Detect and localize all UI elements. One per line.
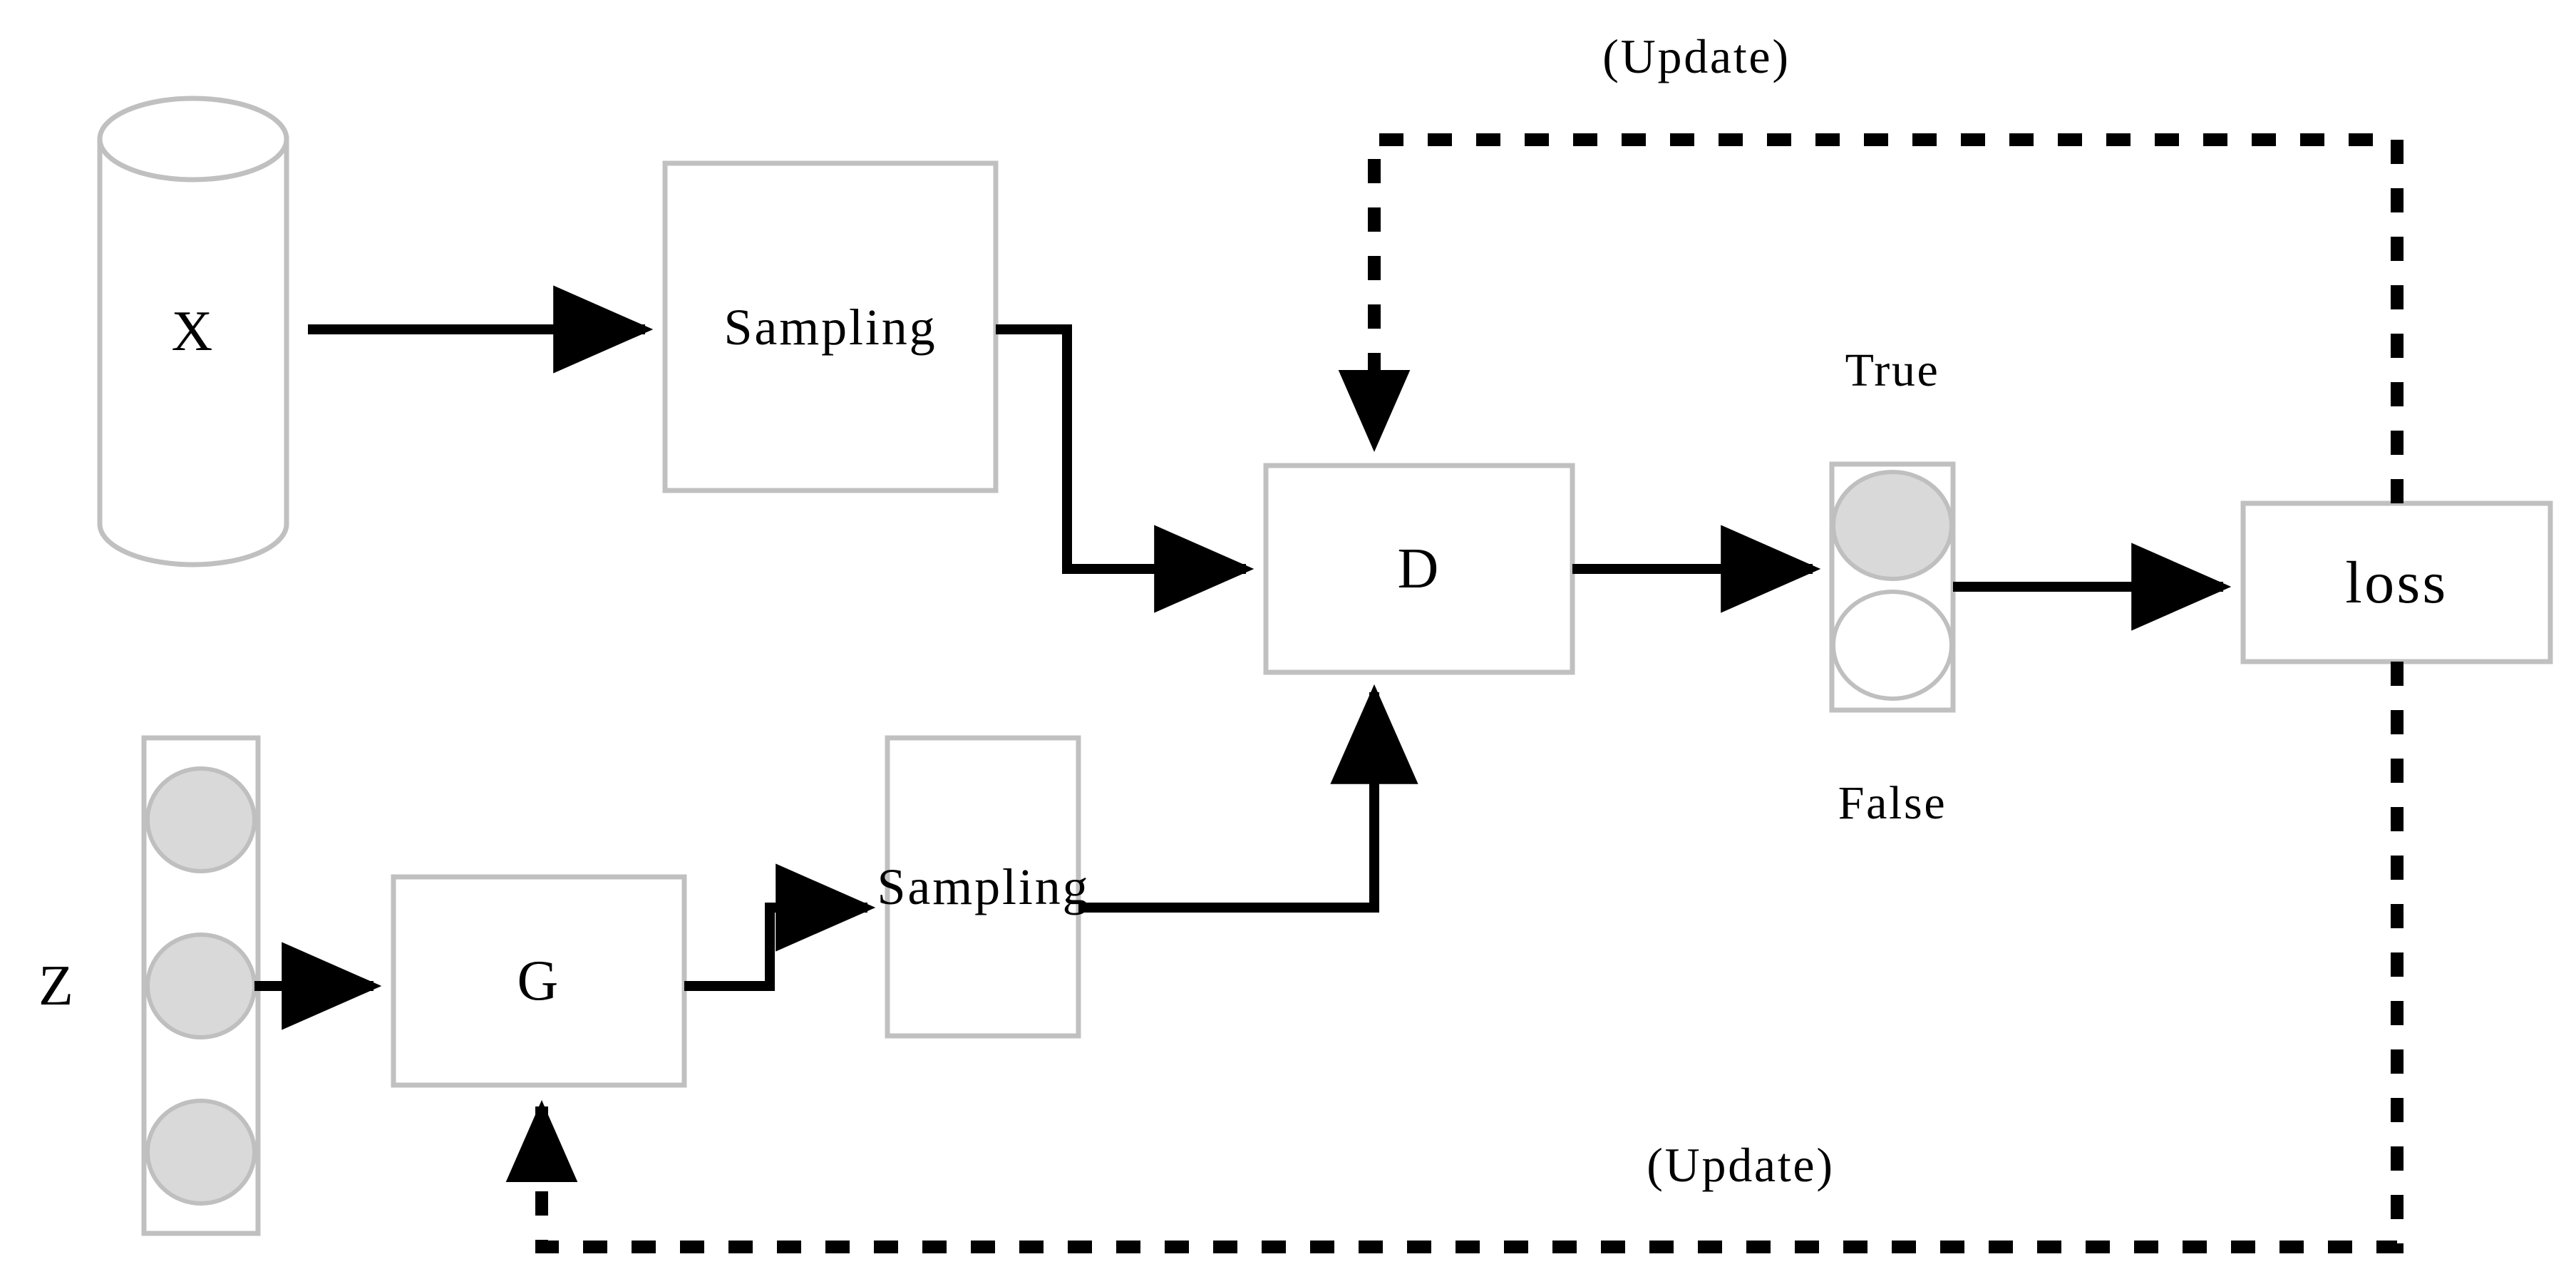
latent-unit-1 [145, 766, 257, 873]
latent-vector-shape [141, 735, 261, 1236]
edge-sampling-fake-to-d [1078, 684, 1418, 913]
edge-sampling-to-d [996, 324, 1254, 613]
latent-unit-2 [145, 933, 257, 1039]
sampling-fake-box [885, 735, 1081, 1039]
edge-g-to-sampling-fake [684, 863, 876, 991]
true-circle [1831, 470, 1954, 581]
decision-box-shape [1829, 461, 1956, 713]
data-cylinder-shape [97, 96, 289, 567]
sampling-real-box [662, 160, 999, 493]
edge-loss-update-to-g [505, 662, 2404, 1253]
latent-unit-3 [145, 1099, 257, 1206]
edge-loss-update-to-d [1338, 133, 2404, 503]
discriminator-box [1263, 463, 1575, 675]
false-circle [1831, 590, 1954, 701]
generator-box [391, 874, 687, 1088]
loss-box [2240, 500, 2553, 664]
